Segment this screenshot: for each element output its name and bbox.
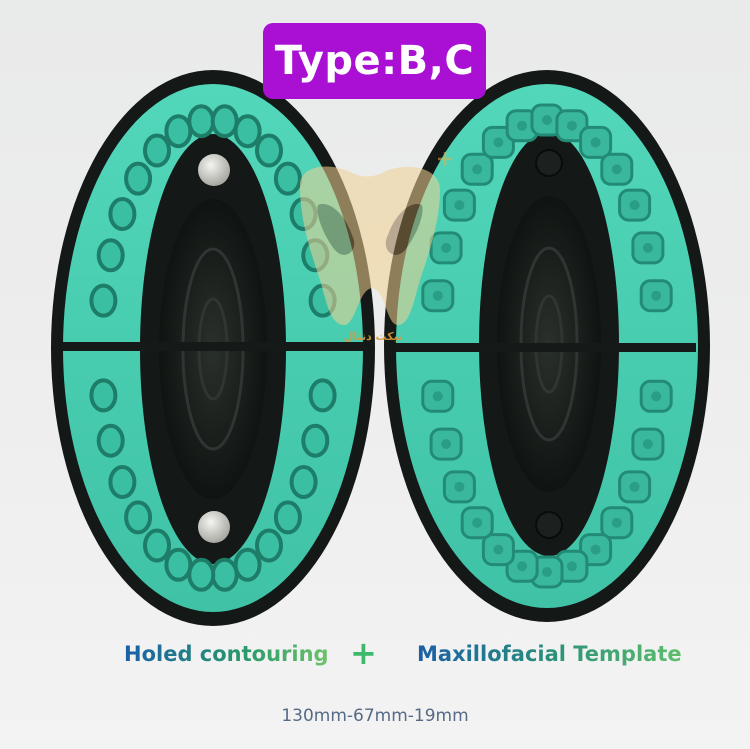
tooth-cavity-center [441, 242, 452, 253]
tooth-cavity-center [432, 290, 443, 301]
hole-cavity [143, 133, 171, 168]
hole-cavity [210, 104, 239, 139]
right-tray-divider [396, 343, 696, 352]
watermark-text: تیکت دنتال [343, 330, 403, 343]
hole-cavity [96, 238, 125, 273]
tooth-cavity-center [517, 120, 528, 131]
hole-cavity [108, 465, 137, 499]
left-tray-magnet-bottom [198, 511, 230, 543]
tooth-cavity-center [454, 200, 465, 211]
right-tray-tooth-cavities [421, 103, 673, 589]
hole-cavity [89, 378, 118, 413]
hole-cavity [124, 161, 153, 196]
hole-cavity [273, 500, 302, 535]
tooth-cavity-center [542, 115, 552, 125]
right-tray-pin-bottom [535, 511, 563, 539]
hole-cavity [289, 465, 318, 499]
hole-cavity [255, 133, 283, 168]
hole-cavity [187, 104, 216, 139]
tooth-cavity-center [542, 567, 552, 577]
tooth-cavity-center [642, 242, 653, 253]
hole-cavity [233, 114, 262, 149]
right-tray-pin-top [535, 149, 563, 177]
tooth-cavity-center [566, 120, 577, 131]
tooth-cavity-center [642, 439, 653, 450]
tooth-cavity-center [441, 439, 452, 450]
tooth-cavity-center [493, 544, 504, 555]
hole-cavity [164, 547, 193, 582]
tooth-cavity-center [454, 481, 465, 492]
tooth-cavity-center [590, 137, 601, 148]
tooth-cavity-center [651, 391, 662, 402]
tooth-cavity-center [629, 200, 640, 211]
hole-cavity [187, 557, 216, 592]
tooth-logo-icon [300, 152, 452, 325]
hole-cavity [308, 378, 337, 413]
caption-row: Holed contouring + Maxillofacial Templat… [0, 634, 750, 674]
hole-cavity [233, 547, 262, 582]
left-tray-magnet-top [198, 154, 230, 186]
plus-icon: + [350, 634, 377, 672]
caption-maxillofacial-template: Maxillofacial Template [417, 642, 682, 666]
caption-holed-contouring: Holed contouring [124, 642, 329, 666]
hole-cavity [273, 161, 302, 196]
type-badge: Type:B,C [263, 23, 486, 99]
hole-cavity [124, 500, 153, 535]
tooth-cavity-center [611, 517, 622, 528]
dimensions-label: 130mm-67mm-19mm [281, 706, 469, 726]
tooth-cavity-center [493, 137, 504, 148]
maxillofacial-template-tray [384, 70, 710, 622]
tooth-cavity-center [566, 561, 577, 572]
left-tray-divider [63, 342, 363, 351]
hole-cavity [89, 283, 118, 318]
hole-cavity [108, 197, 137, 231]
holed-contouring-tray [51, 70, 375, 626]
tooth-cavity-center [590, 544, 601, 555]
tooth-cavity-center [651, 290, 662, 301]
hole-cavity [301, 423, 330, 458]
tooth-cavity-center [611, 164, 622, 175]
hole-cavity [255, 528, 283, 563]
tooth-cavity-center [472, 517, 483, 528]
tooth-cavity-center [472, 164, 483, 175]
hole-cavity [210, 557, 239, 592]
hole-cavity [164, 114, 193, 149]
hole-cavity [96, 423, 125, 458]
tooth-cavity-center [517, 561, 528, 572]
tooth-cavity-center [432, 391, 443, 402]
hole-cavity [143, 528, 171, 563]
tooth-cavity-center [629, 481, 640, 492]
